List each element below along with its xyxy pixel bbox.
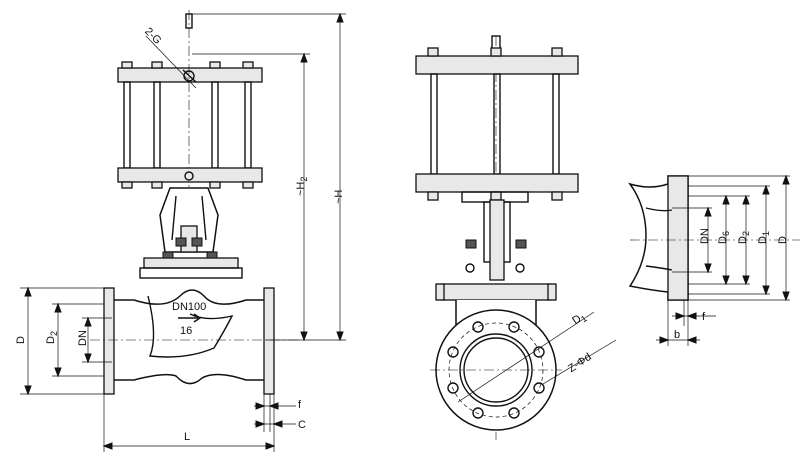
bolt-hole [472,407,484,419]
d-label: D [15,336,27,344]
top-nut [209,61,221,69]
h-label: ~H [333,190,345,204]
dn-label: DN [77,330,89,346]
right-flange [263,287,275,395]
tie-rod [153,81,161,169]
bolt-hole [533,382,545,394]
detail-d6-label: D6 [717,231,731,244]
top-nut [121,61,133,69]
bolt-hole [508,407,520,419]
body-size-label: DN100 [172,301,206,313]
actuator-bottom-plate [117,167,263,183]
g-label: 2-G [142,26,163,47]
side-top-plate [415,55,579,75]
detail-d-label: D [777,236,789,244]
d2-label: D2 [45,331,59,344]
l-label: L [184,431,190,443]
f-label: f [298,399,302,411]
side-bonnet-flange [441,283,551,301]
bottom-nut [151,181,163,189]
flange-detail-view: DN D6 D2 D1 D f b [628,174,800,346]
bottom-nut [209,181,221,189]
actuator-top-plate [117,67,263,83]
tie-rod [123,81,131,169]
d1-label: D1 [570,310,589,329]
bonnet-flange [143,257,239,269]
bottom-nut [121,181,133,189]
bolt-hole [447,382,459,394]
detail-d1-label: D1 [757,231,771,244]
bottom-nut [242,181,254,189]
left-flange [103,287,115,395]
bolt-hole [472,321,484,333]
tie-rod [211,81,219,169]
c-label: C [298,419,306,431]
detail-f-label: f [702,311,706,323]
flow-arrow [178,313,202,323]
tie-rod [244,81,252,169]
detail-b-label: b [674,329,680,341]
bolt-hole [447,346,459,358]
zd-label: Z-Φd [566,351,594,375]
body-pressure-label: 16 [180,325,192,337]
h2-label: ~H2 [295,177,309,196]
detail-dn-label: DN [699,228,711,244]
top-nut [151,61,163,69]
side-view: D1 Z-Φd [415,35,617,440]
detail-d2-label: D2 [737,231,751,244]
bolt-hole [508,321,520,333]
top-nut [242,61,254,69]
front-view: DN100 16 2-G ~H ~H2 D D2 [15,10,346,452]
side-bottom-plate [415,173,579,193]
flange-bore [459,333,533,407]
